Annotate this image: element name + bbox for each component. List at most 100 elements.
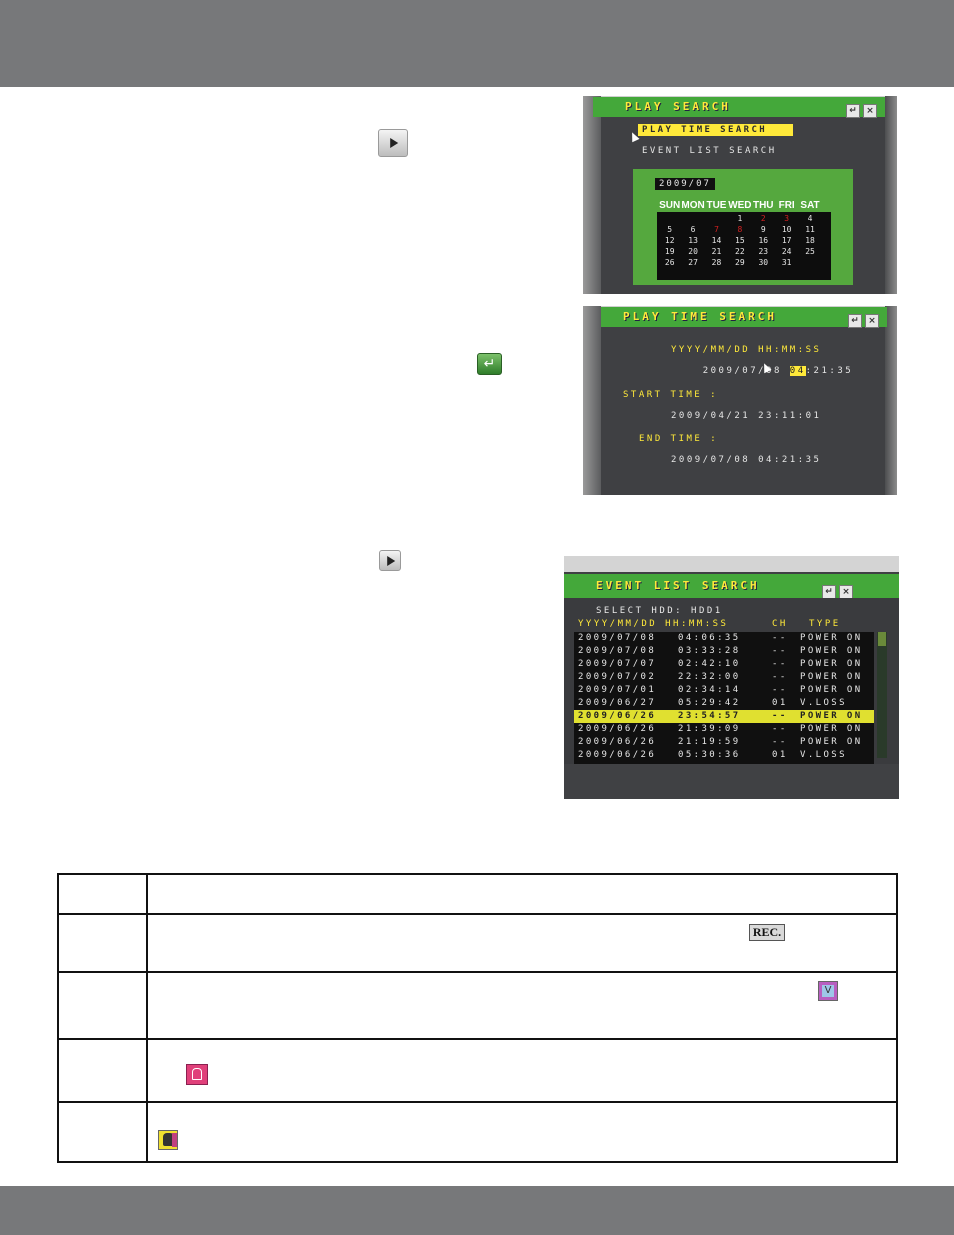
weekday-sun: SUN <box>659 200 681 211</box>
end-time-value: 2009/07/08 04:21:35 <box>671 455 822 465</box>
calendar-day[interactable]: 23 <box>758 247 769 256</box>
back-icon[interactable]: ↵ <box>822 585 836 599</box>
close-icon[interactable]: × <box>865 314 879 328</box>
calendar-day[interactable]: 28 <box>711 258 722 267</box>
menu-event-list-search[interactable]: EVENT LIST SEARCH <box>642 146 777 156</box>
play-time-search-screen: PLAY TIME SEARCH ↵× YYYY/MM/DD HH:MM:SS … <box>583 306 897 495</box>
calendar-day[interactable]: 24 <box>781 247 792 256</box>
calendar-day[interactable]: 11 <box>805 225 815 234</box>
scrollbar-thumb[interactable] <box>878 632 886 646</box>
calendar-day[interactable]: 18 <box>805 236 815 245</box>
time-value-date: 2009/07/08 <box>702 366 782 376</box>
calendar-day[interactable]: 15 <box>735 236 745 245</box>
event-time: 05:30:36 <box>678 750 741 760</box>
calendar-month: 2009/07 <box>655 178 715 190</box>
calendar-day[interactable]: 14 <box>711 236 722 245</box>
weekday-mon: MON <box>681 200 705 211</box>
event-ch: -- <box>772 724 788 734</box>
event-type: POWER ON <box>800 672 863 682</box>
calendar-day[interactable]: 13 <box>688 236 698 245</box>
event-date: 2009/06/26 <box>578 711 657 721</box>
calendar-day[interactable]: 9 <box>760 225 766 234</box>
calendar-day[interactable]: 3 <box>784 214 790 223</box>
calendar-day[interactable]: 30 <box>758 258 769 267</box>
play-search-title: PLAY SEARCH <box>625 100 731 113</box>
event-date: 2009/07/08 <box>578 633 657 643</box>
event-ch: -- <box>772 711 788 721</box>
back-icon[interactable]: ↵ <box>848 314 862 328</box>
calendar-day[interactable]: 2 <box>760 214 766 223</box>
calendar-day[interactable]: 8 <box>737 225 743 234</box>
event-type: POWER ON <box>800 633 863 643</box>
calendar-day <box>658 214 681 223</box>
event-ch: -- <box>772 685 788 695</box>
event-ch: -- <box>772 646 788 656</box>
calendar-day[interactable]: 26 <box>664 258 675 267</box>
calendar-day[interactable]: 12 <box>664 236 675 245</box>
event-time: 05:29:42 <box>678 698 741 708</box>
calendar-day[interactable]: 29 <box>735 258 745 267</box>
event-type: POWER ON <box>800 685 863 695</box>
col-ch: CH <box>772 619 788 629</box>
close-icon[interactable]: × <box>863 104 877 118</box>
calendar-week: 19 20 21 22 23 24 25 <box>658 247 822 256</box>
event-type: POWER ON <box>800 737 863 747</box>
calendar-day[interactable]: 4 <box>807 214 813 223</box>
calendar-day[interactable]: 10 <box>781 225 792 234</box>
event-list-search-header: EVENT LIST SEARCH ↵× <box>564 574 899 599</box>
event-date: 2009/07/01 <box>578 685 657 695</box>
event-date: 2009/06/26 <box>578 724 657 734</box>
event-time: 03:33:28 <box>678 646 741 656</box>
calendar-day[interactable]: 22 <box>735 247 745 256</box>
event-date: 2009/07/07 <box>578 659 657 669</box>
select-hdd-label[interactable]: SELECT HDD: HDD1 <box>596 606 723 616</box>
rec-icon: REC. <box>749 924 785 941</box>
event-ch: 01 <box>772 750 788 760</box>
close-icon[interactable]: × <box>839 585 853 599</box>
event-time: 22:32:00 <box>678 672 741 682</box>
calendar-day[interactable]: 7 <box>714 225 719 234</box>
event-time: 02:42:10 <box>678 659 741 669</box>
event-date: 2009/07/08 <box>578 646 657 656</box>
calendar-week: 5 6 7 8 9 10 11 <box>658 225 822 234</box>
back-icon[interactable]: ↵ <box>846 104 860 118</box>
event-time: 21:19:59 <box>678 737 741 747</box>
event-time: 23:54:57 <box>678 711 741 721</box>
scrollbar[interactable] <box>877 632 887 758</box>
calendar-day[interactable]: 16 <box>758 236 769 245</box>
time-format-label: YYYY/MM/DD HH:MM:SS <box>671 345 822 355</box>
time-value-hour[interactable]: 04 <box>789 366 806 376</box>
calendar-day[interactable]: 20 <box>688 247 698 256</box>
time-value[interactable]: 2009/07/08 04:21:35 <box>671 356 853 386</box>
menu-play-time-search[interactable]: PLAY TIME SEARCH <box>638 124 793 136</box>
calendar-day[interactable]: 27 <box>688 258 698 267</box>
calendar-day[interactable]: 21 <box>711 247 722 256</box>
start-time-label: START TIME : <box>623 390 719 400</box>
calendar-day[interactable]: 25 <box>805 247 815 256</box>
calendar-week: 1 2 3 4 <box>658 214 822 223</box>
alarm-icon <box>186 1064 208 1085</box>
end-time-label: END TIME : <box>639 434 719 444</box>
play-icon <box>379 550 401 571</box>
icon-legend-table <box>57 873 898 1163</box>
calendar-day[interactable]: 5 <box>667 225 673 234</box>
video-loss-icon: V <box>818 981 838 1001</box>
calendar-day[interactable]: 1 <box>737 214 743 223</box>
calendar-day[interactable]: 19 <box>664 247 675 256</box>
calendar-day[interactable]: 6 <box>690 225 696 234</box>
event-list-search-screen: EVENT LIST SEARCH ↵× SELECT HDD: HDD1 YY… <box>564 556 899 799</box>
calendar-day[interactable]: 17 <box>781 236 792 245</box>
calendar-day[interactable]: 31 <box>781 258 792 267</box>
event-date: 2009/07/02 <box>578 672 657 682</box>
